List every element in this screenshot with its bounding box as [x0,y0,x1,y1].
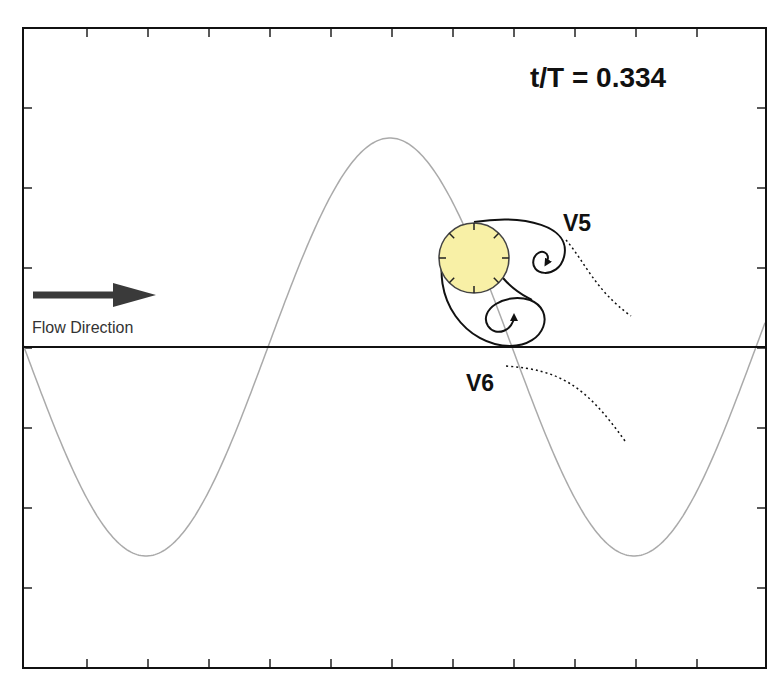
axis-tick [452,659,454,667]
axis-tick [147,29,149,37]
axis-tick [24,427,32,429]
axis-tick [452,29,454,37]
axis-tick [24,587,32,589]
cylinder-tick [502,257,509,259]
centre-line [23,346,766,348]
axis-ticks [24,29,765,667]
axis-tick [24,187,32,189]
sine-path [23,138,765,556]
axis-tick [391,659,393,667]
cylinder-tick [494,233,499,238]
axis-tick [208,29,210,37]
cylinder-ticks [439,223,509,293]
axis-tick [757,107,765,109]
axis-tick [24,107,32,109]
axis-tick [391,29,393,37]
axis-tick [513,659,515,667]
axis-tick [86,659,88,667]
wake-trail [566,240,631,316]
cylinder-tick [494,278,499,283]
cylinder [439,223,509,293]
axis-tick [635,659,637,667]
axis-tick [574,29,576,37]
axis-tick [635,29,637,37]
cylinder-tick [439,257,446,259]
axis-tick [696,659,698,667]
axis-tick [147,659,149,667]
cylinder-tick [449,233,454,238]
axis-tick [269,659,271,667]
wake-trail [506,366,625,441]
axis-tick [208,659,210,667]
flow-arrow-head [113,283,156,307]
axis-tick [757,587,765,589]
axis-tick [513,29,515,37]
cylinder-tick [449,278,454,283]
axis-tick [86,29,88,37]
axis-tick [24,507,32,509]
axis-tick [757,187,765,189]
axis-tick [757,427,765,429]
axis-tick [696,29,698,37]
axis-tick [269,29,271,37]
plot-frame [23,28,766,668]
flow-arrow-shaft [33,292,115,299]
axis-tick [757,267,765,269]
axis-tick [24,267,32,269]
axis-tick [574,659,576,667]
vortex-label: V5 [563,212,591,235]
cylinder-tick [473,286,475,293]
flow-label: Flow Direction [32,320,133,336]
shear-layer [503,278,532,300]
axis-tick [330,659,332,667]
vortex-label: V6 [466,372,494,395]
axis-tick [330,29,332,37]
cylinder-tick [473,223,475,230]
time-label: t/T = 0.334 [530,64,666,92]
axis-tick [757,507,765,509]
